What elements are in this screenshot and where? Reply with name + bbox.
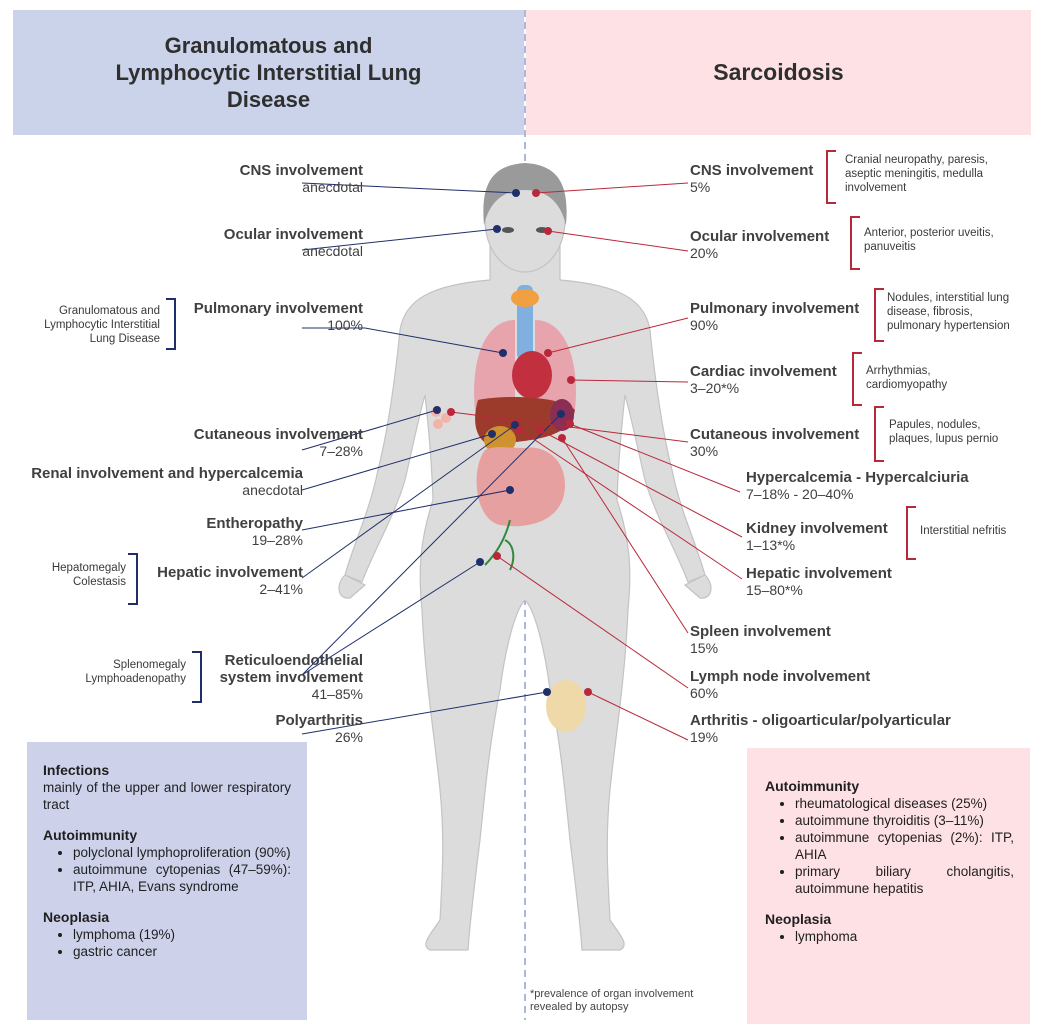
right-note-ocular: Anterior, posterior uveitis,panuveitis bbox=[864, 226, 994, 254]
right-bracket-pulmonary bbox=[874, 288, 884, 342]
right-info-box: Autoimmunity rheumatological diseases (2… bbox=[747, 748, 1030, 1024]
autoimmunity-heading: Autoimmunity bbox=[43, 827, 291, 844]
left-bracket-pulmonary bbox=[166, 298, 176, 350]
list-item: lymphoma (19%) bbox=[73, 926, 291, 943]
right-bracket-kidney bbox=[906, 506, 916, 560]
eye-left bbox=[502, 227, 514, 233]
list-item: polyclonal lymphoproliferation (90%) bbox=[73, 844, 291, 861]
autoimmunity-list: polyclonal lymphoproliferation (90%) aut… bbox=[43, 844, 291, 895]
infections-text: mainly of the upper and lower respirator… bbox=[43, 779, 291, 813]
autoimmunity-heading: Autoimmunity bbox=[765, 778, 1014, 795]
right-bracket-cardiac bbox=[852, 352, 862, 406]
list-item: primary biliary cholangitis, autoimmune … bbox=[795, 863, 1014, 897]
right-note-cutaneous: Papules, nodules,plaques, lupus pernio bbox=[889, 418, 998, 446]
intestine bbox=[477, 447, 565, 526]
heart bbox=[512, 351, 552, 399]
left-bracket-hepatic bbox=[128, 553, 138, 605]
right-note-cardiac: Arrhythmias,cardiomyopathy bbox=[866, 364, 947, 392]
knee-joint bbox=[546, 680, 586, 732]
left-bracket-reticulo bbox=[192, 651, 202, 703]
right-item-arthritis: Arthritis - oligoarticular/polyarticular… bbox=[690, 712, 951, 745]
neoplasia-heading: Neoplasia bbox=[765, 911, 1014, 928]
list-item: autoimmune thyroiditis (3–11%) bbox=[795, 812, 1014, 829]
infections-heading: Infections bbox=[43, 762, 291, 779]
list-item: rheumatological diseases (25%) bbox=[795, 795, 1014, 812]
list-item: gastric cancer bbox=[73, 943, 291, 960]
right-note-kidney: Interstitial nefritis bbox=[920, 524, 1006, 538]
autoimmunity-list: rheumatological diseases (25%) autoimmun… bbox=[765, 795, 1014, 897]
list-item: autoimmune cytopenias (47–59%): ITP, AHI… bbox=[73, 861, 291, 895]
neoplasia-heading: Neoplasia bbox=[43, 909, 291, 926]
list-item: autoimmune cytopenias (2%): ITP, AHIA bbox=[795, 829, 1014, 863]
right-bracket-cutaneous bbox=[874, 406, 884, 462]
left-info-box: Infections mainly of the upper and lower… bbox=[27, 742, 307, 1020]
right-note-cns: Cranial neuropathy, paresis,aseptic meni… bbox=[845, 153, 988, 195]
right-bracket-cns bbox=[826, 150, 836, 204]
thyroid bbox=[511, 289, 539, 307]
list-item: lymphoma bbox=[795, 928, 1014, 945]
neoplasia-list: lymphoma bbox=[765, 928, 1014, 945]
neoplasia-list: lymphoma (19%) gastric cancer bbox=[43, 926, 291, 960]
right-bracket-ocular bbox=[850, 216, 860, 270]
